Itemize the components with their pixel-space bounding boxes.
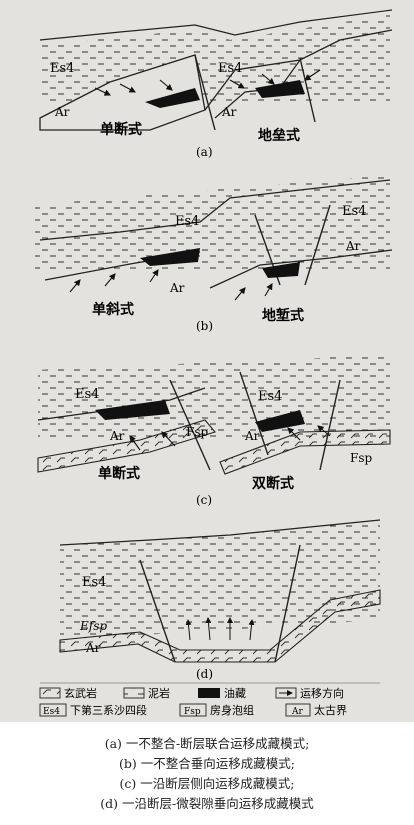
fault-line <box>139 559 176 663</box>
migration-arrows <box>129 425 331 451</box>
es4-label: Es4 <box>258 389 282 404</box>
basalt-layer <box>59 589 381 663</box>
caption-b: (b) 一不整合垂向运移成藏模式; <box>119 755 295 771</box>
oil-reservoir <box>262 262 300 278</box>
fault-line <box>169 379 211 471</box>
caption-d: (d) 一沿断层-微裂隙垂向运移成藏模式 <box>100 795 314 811</box>
panel-d: Es4 Efsp Ar (d) <box>59 519 381 681</box>
legend: 玄武岩 泥岩 油藏 运移方向 Es4 下第三系沙四段 Fsp 房身泡组 Ar 太… <box>39 682 380 717</box>
legend-ar-symbol: Ar <box>291 707 303 717</box>
fsp-label: Fsp <box>350 451 372 465</box>
legend-basalt-swatch <box>39 687 61 699</box>
oil-reservoir <box>95 400 170 420</box>
legend-migration-swatch <box>275 687 297 699</box>
ar-label: Ar <box>169 281 185 295</box>
legend-basalt-label: 玄武岩 <box>64 686 97 700</box>
fault-line <box>274 544 301 663</box>
es4-label: Es4 <box>218 61 242 76</box>
es4-label: Es4 <box>175 214 199 229</box>
oil-reservoir <box>255 80 305 98</box>
fault-line <box>194 54 216 131</box>
legend-mudstone-swatch <box>123 687 145 699</box>
fault-line <box>319 379 341 471</box>
oil-reservoir <box>255 410 305 432</box>
model-title: 地垒式 <box>258 127 300 144</box>
caption-block: (a) 一不整合-断层联合运移成藏模式; (b) 一不整合垂向运移成藏模式; (… <box>0 722 414 825</box>
migration-arrows <box>94 69 321 96</box>
caption-a: (a) 一不整合-断层联合运移成藏模式; <box>104 735 310 751</box>
ar-label: Ar <box>221 105 237 119</box>
basalt-layer <box>219 429 391 475</box>
fsp-label: Fsp <box>186 425 208 439</box>
migration-arrows <box>69 269 273 301</box>
legend-fsp-symbol: Fsp <box>184 707 201 717</box>
panel-label: (d) <box>196 667 213 681</box>
legend-migration-label: 运移方向 <box>300 686 344 700</box>
efsp-label: Efsp <box>79 619 107 633</box>
legend-oil-label: 油藏 <box>224 686 246 700</box>
panel-label: (b) <box>196 319 213 333</box>
model-title: 单断式 <box>98 465 140 482</box>
legend-fsp-label: 房身泡组 <box>210 703 254 717</box>
micro-fractures <box>185 617 255 641</box>
ar-label: Ar <box>345 239 361 253</box>
fault-line <box>239 371 269 456</box>
legend-es4-label: 下第三系沙四段 <box>70 703 147 717</box>
oil-reservoir <box>140 248 200 266</box>
panel-a: Es4 Ar Es4 Ar 单断式 地垒式 (a) <box>39 9 393 159</box>
es4-label: Es4 <box>50 61 74 76</box>
unconformity-right <box>209 249 393 289</box>
legend-oil-swatch <box>198 688 220 698</box>
model-title: 双断式 <box>252 475 294 492</box>
ar-label: Ar <box>54 105 70 119</box>
es4-label: Es4 <box>75 387 99 402</box>
panel-label: (c) <box>196 493 212 507</box>
panel-b: Es4 Ar Es4 Ar 单斜式 地堑式 (b) <box>35 175 393 333</box>
model-title: 地堑式 <box>262 307 304 324</box>
ar-label: Ar <box>109 429 125 443</box>
es4-label: Es4 <box>342 204 366 219</box>
basalt-layer <box>37 419 216 473</box>
model-title: 单斜式 <box>92 301 134 318</box>
panel-label: (a) <box>196 145 213 159</box>
fault-line <box>299 57 316 123</box>
geologic-model-figure: Es4 Ar Es4 Ar 单断式 地垒式 (a) Es4 Ar Es4 Ar … <box>0 0 414 722</box>
es4-label: Es4 <box>82 575 106 590</box>
panel-c: Es4 Ar Fsp Es4 Ar Fsp 单断式 双断式 (c) <box>37 355 391 507</box>
legend-ar-swatch <box>285 703 311 717</box>
fault-line <box>304 204 331 286</box>
legend-es4-swatch <box>39 703 67 717</box>
legend-es4-symbol: Es4 <box>43 707 60 717</box>
legend-fsp-swatch <box>179 703 207 717</box>
ar-label: Ar <box>244 429 260 443</box>
figure-svg: Es4 Ar Es4 Ar 单断式 地垒式 (a) Es4 Ar Es4 Ar … <box>35 9 393 717</box>
ar-label: Ar <box>85 641 101 655</box>
caption-c: (c) 一沿断层侧向运移成藏模式; <box>119 775 295 791</box>
oil-reservoir <box>145 88 200 108</box>
legend-ar-label: 太古界 <box>314 704 347 717</box>
model-title: 单断式 <box>100 121 142 138</box>
legend-mudstone-label: 泥岩 <box>148 686 170 700</box>
